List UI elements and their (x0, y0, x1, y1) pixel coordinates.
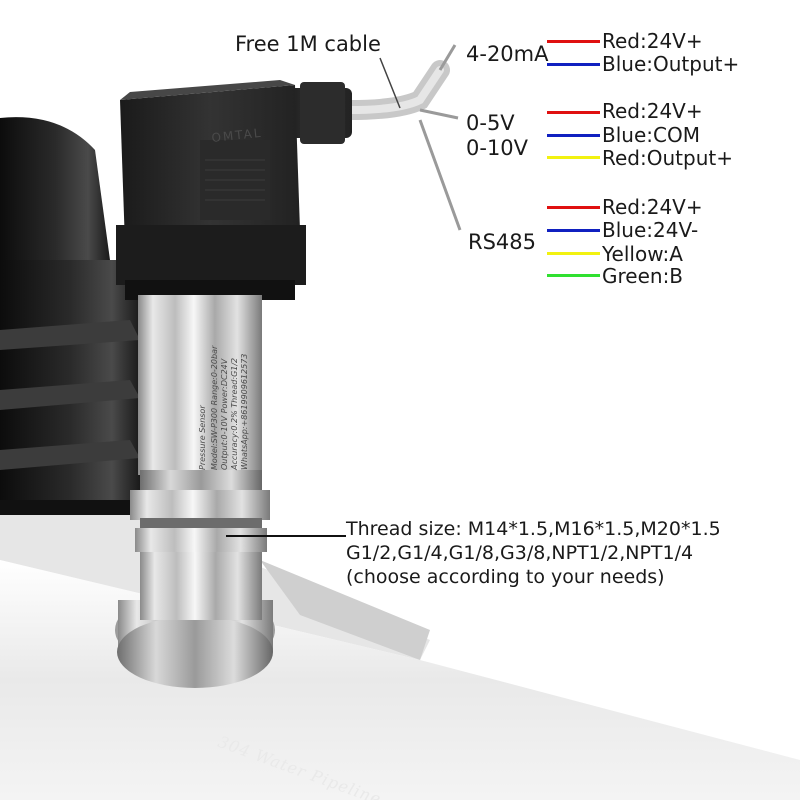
wire-label: Green:B (602, 264, 684, 288)
din-connector: OMTAL (116, 80, 306, 300)
thread-size-line1: Thread size: M14*1.5,M16*1.5,M20*1.5 (346, 518, 721, 540)
brand-mark: OMTAL (211, 126, 263, 145)
wire-label: Blue:24V- (602, 218, 699, 242)
group-4-20ma-label: 4-20mA (466, 42, 549, 66)
wire-label: Yellow:A (602, 242, 683, 266)
wire-red (547, 111, 600, 114)
sensor-print-line3: Accuracy:0.2% Thread:G1/2 (230, 358, 239, 471)
wire-label: Red:24V+ (602, 195, 703, 219)
group-rs485-label: RS485 (468, 230, 537, 254)
pump-motor (0, 117, 140, 530)
group-0-5v-label: 0-5V (466, 111, 515, 135)
wire-yellow (547, 252, 600, 255)
thread-size-line3: (choose according to your needs) (346, 566, 665, 588)
wire-label: Blue:Output+ (602, 52, 740, 76)
wire-label: Red:24V+ (602, 29, 703, 53)
wire-blue (547, 63, 600, 66)
wire-green (547, 274, 600, 277)
wire-label: Blue:COM (602, 123, 700, 147)
wire-label: Red:24V+ (602, 99, 703, 123)
wire-red (547, 40, 600, 43)
wire-yellow (547, 156, 600, 159)
cable-gland (282, 82, 352, 144)
wire-label: Red:Output+ (602, 146, 733, 170)
sensor-print-title: Pressure Sensor (198, 405, 207, 470)
cable-label: Free 1M cable (235, 32, 381, 56)
wire-blue (547, 229, 600, 232)
wire-red (547, 206, 600, 209)
wire-blue (547, 134, 600, 137)
group-0-10v-label: 0-10V (466, 136, 529, 160)
thread-size-line2: G1/2,G1/4,G1/8,G3/8,NPT1/2,NPT1/4 (346, 542, 694, 564)
sensor-print-line4: WhatsApp:+8619909612573 (240, 354, 249, 470)
sensor-body: Pressure Sensor Model:SW-P300 Range:0-20… (115, 295, 275, 688)
sensor-print-line1: Model:SW-P300 Range:0-20bar (210, 345, 219, 470)
sensor-cable (340, 44, 462, 231)
sensor-print-line2: Output:0-10V Power:DC24V (220, 358, 229, 470)
